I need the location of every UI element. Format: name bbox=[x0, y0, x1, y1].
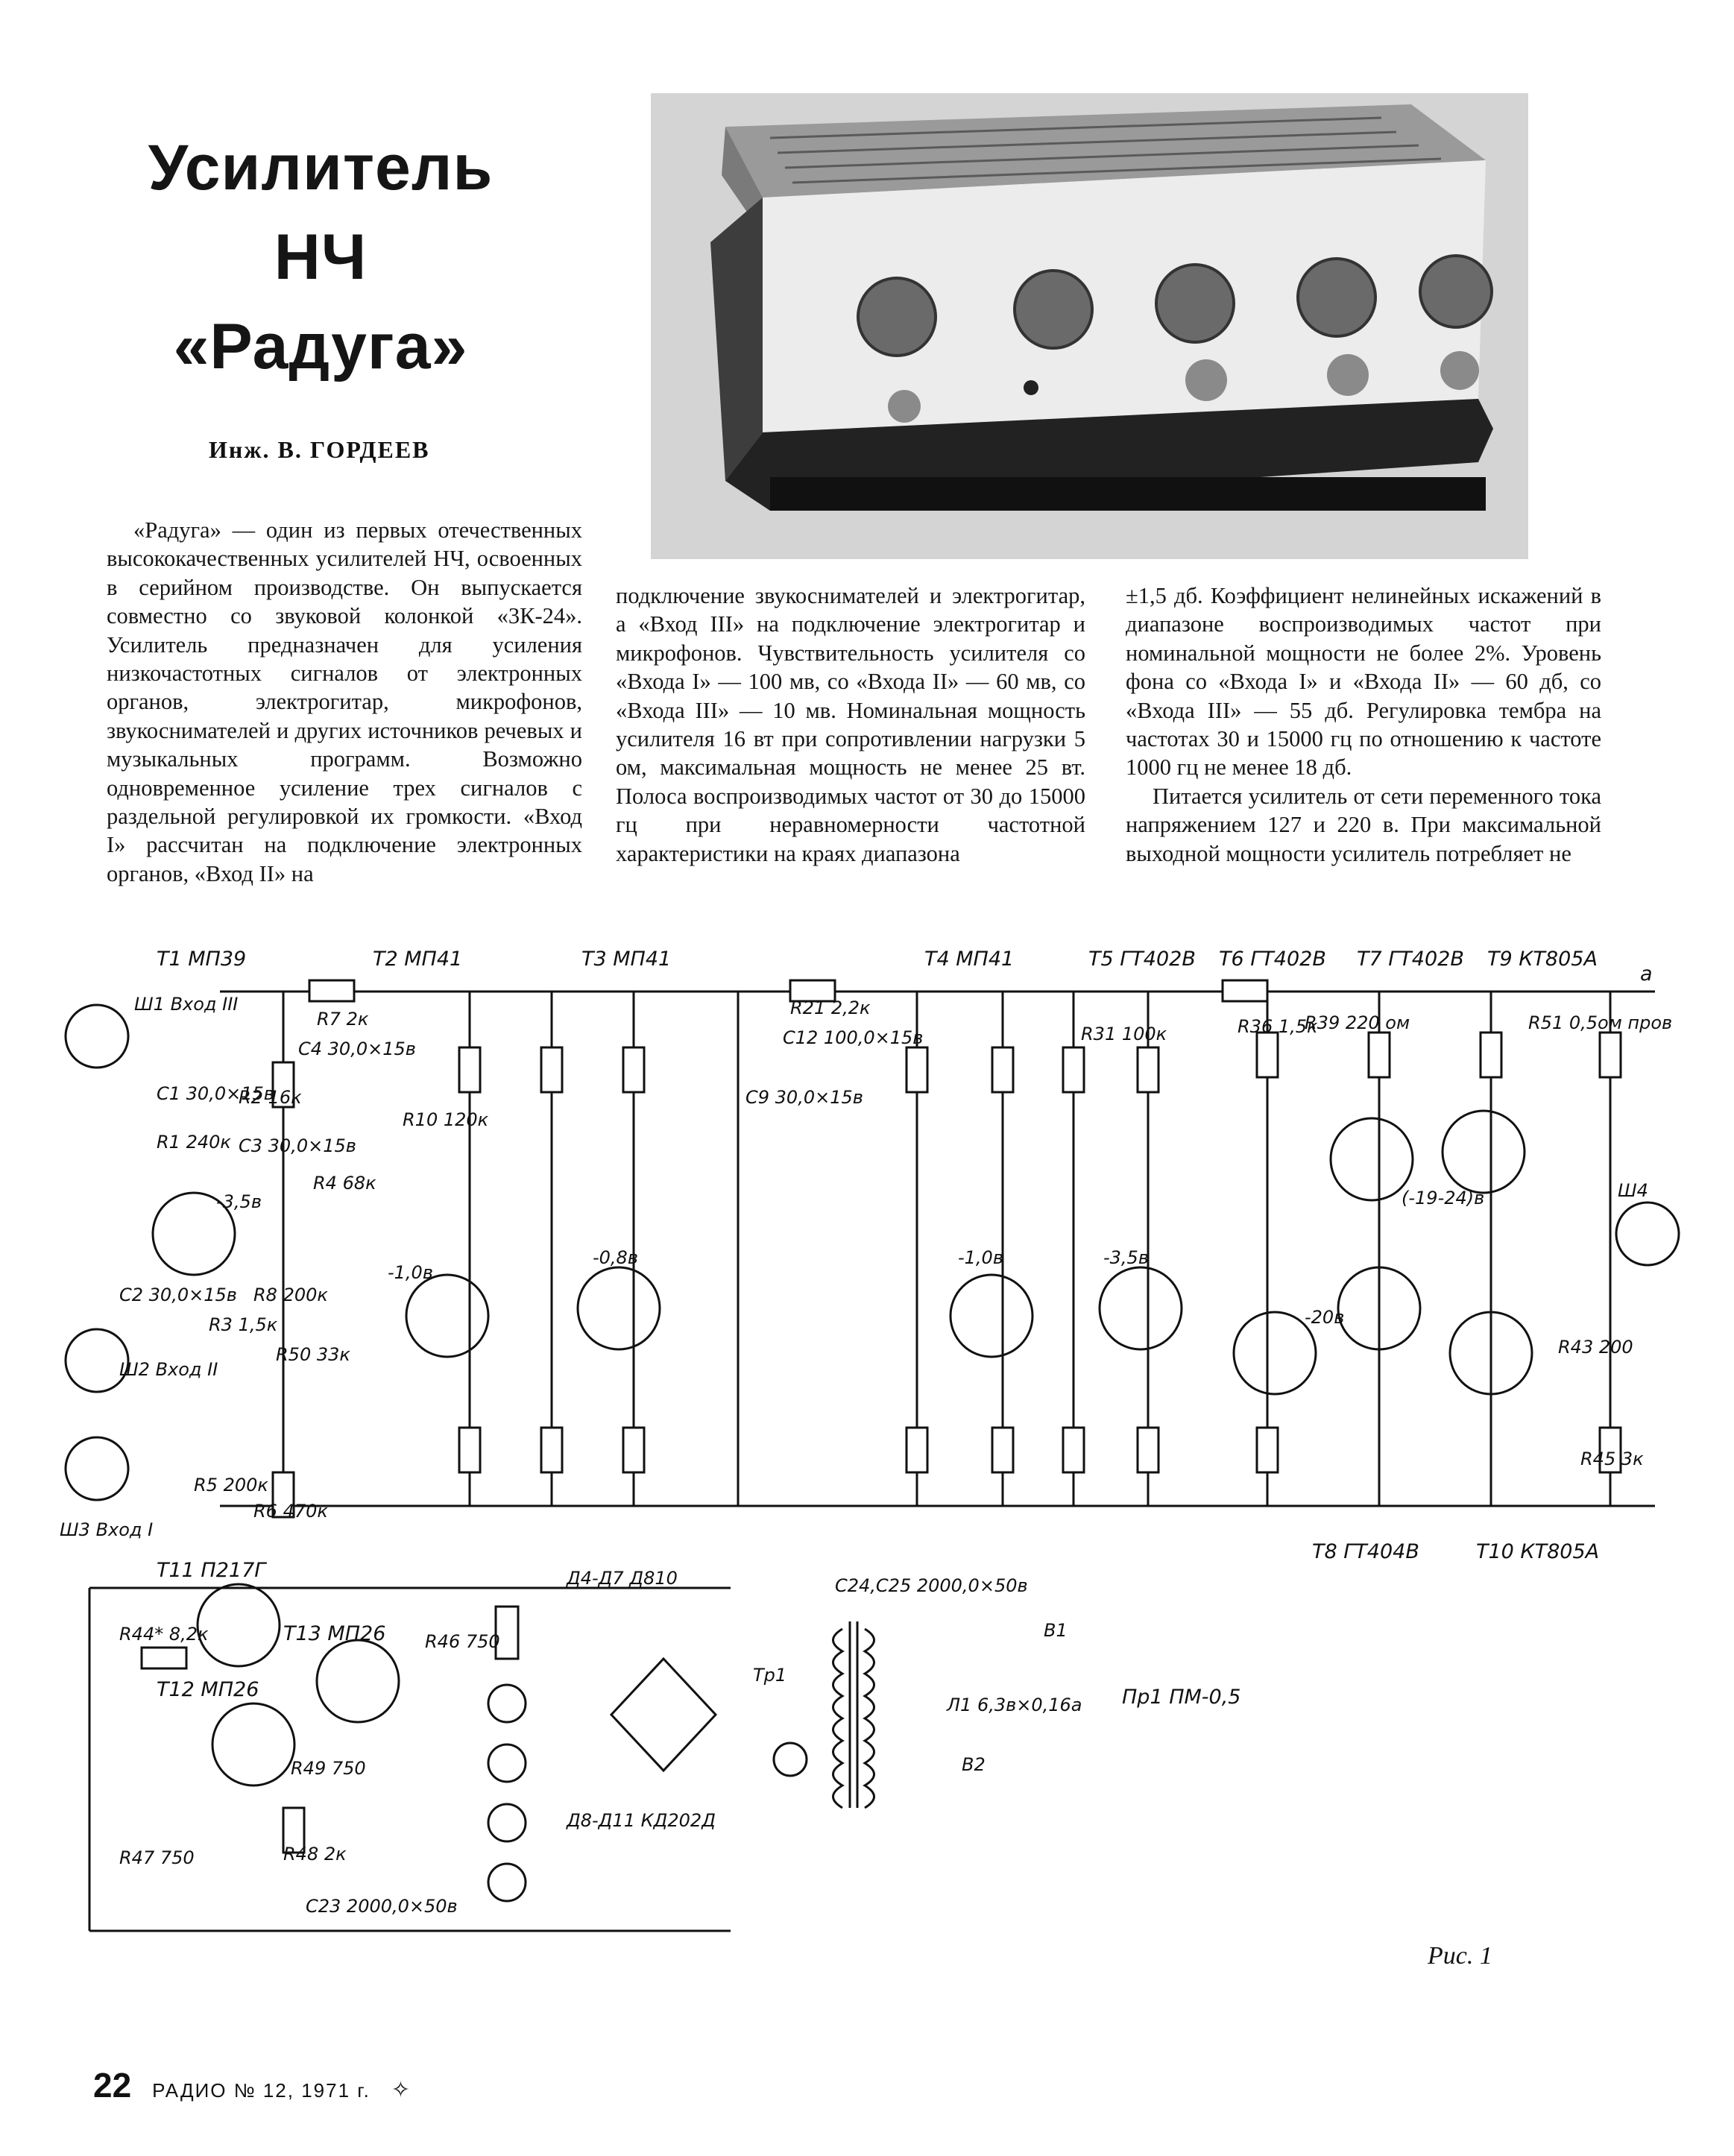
label-comp: Пр1 ПМ-0,5 bbox=[1122, 1686, 1240, 1709]
title-line-3: «Радуга» bbox=[173, 311, 468, 382]
text-column-1: «Радуга» — один из первых отечественных … bbox=[107, 516, 582, 888]
label-t7: T7 ГТ402В bbox=[1357, 948, 1464, 971]
label-comp: Тр1 bbox=[753, 1665, 786, 1686]
label-comp: R6 470к bbox=[253, 1501, 328, 1522]
label-comp: C4 30,0×15в bbox=[298, 1038, 416, 1059]
label-comp: C2 30,0×15в bbox=[119, 1285, 237, 1305]
label-comp: R48 2к bbox=[283, 1844, 347, 1865]
label-t3: T3 МП41 bbox=[581, 948, 671, 971]
text-column-2: подключение звукоснимателей и электрогит… bbox=[616, 581, 1085, 868]
title-line-2: НЧ bbox=[274, 221, 368, 293]
label-comp: В1 bbox=[1044, 1620, 1068, 1641]
label-comp: Л1 6,3в×0,16а bbox=[946, 1695, 1082, 1715]
label-comp: Д8-Д11 КД202Д bbox=[566, 1810, 716, 1831]
article-title: Усилитель НЧ «Радуга» bbox=[119, 123, 522, 391]
label-input-2: Ш2 Вход II bbox=[119, 1359, 218, 1380]
label-comp: R2 16к bbox=[239, 1087, 302, 1108]
label-input-1: Ш3 Вход I bbox=[60, 1519, 153, 1540]
label-voltage: -3,5в bbox=[216, 1191, 262, 1212]
label-rail: а bbox=[1640, 962, 1653, 986]
label-comp: Д4-Д7 Д810 bbox=[566, 1568, 678, 1589]
label-t2: T2 МП41 bbox=[373, 948, 462, 971]
label-comp: R43 200 bbox=[1558, 1337, 1633, 1358]
label-comp: R49 750 bbox=[291, 1758, 366, 1779]
label-t12: T12 МП26 bbox=[157, 1678, 259, 1701]
label-comp: R7 2к bbox=[317, 1009, 369, 1030]
label-t8: T8 ГТ404В bbox=[1312, 1540, 1419, 1563]
label-comp: R44* 8,2к bbox=[119, 1624, 209, 1645]
label-input-3: Ш1 Вход III bbox=[134, 994, 238, 1015]
label-voltage: -0,8в bbox=[593, 1247, 638, 1268]
journal-issue: РАДИО № 12, 1971 г. bbox=[152, 2079, 371, 2102]
label-t11: T11 П217Г bbox=[157, 1559, 267, 1582]
label-comp: R3 1,5к bbox=[209, 1314, 278, 1335]
label-t4: T4 МП41 bbox=[924, 948, 1014, 971]
label-comp: R5 200к bbox=[194, 1475, 268, 1495]
ornament-icon: ✧ bbox=[391, 2078, 410, 2102]
paragraph: Питается усилитель от сети переменного т… bbox=[1126, 783, 1601, 866]
label-comp: R47 750 bbox=[119, 1847, 195, 1868]
label-voltage: (-19-24)в bbox=[1402, 1188, 1484, 1208]
label-comp: R39 220 ом bbox=[1305, 1012, 1410, 1033]
amplifier-image bbox=[651, 93, 1528, 559]
label-comp: В2 bbox=[962, 1754, 986, 1775]
label-comp: R1 240к bbox=[157, 1132, 231, 1153]
label-voltage: -3,5в bbox=[1103, 1247, 1149, 1268]
author-byline: Инж. В. ГОРДЕЕВ bbox=[209, 436, 430, 463]
label-comp: R4 68к bbox=[313, 1173, 376, 1194]
amplifier-photo bbox=[651, 93, 1528, 559]
title-line-1: Усилитель bbox=[148, 132, 494, 204]
label-comp: C1 30,0×15в bbox=[157, 1083, 274, 1104]
label-t10: T10 КТ805А bbox=[1476, 1540, 1599, 1563]
label-comp: R21 2,2к bbox=[790, 997, 871, 1018]
label-comp: C9 30,0×15в bbox=[745, 1087, 863, 1108]
label-comp: R51 0,5ом пров bbox=[1528, 1012, 1672, 1033]
figure-caption: Рис. 1 bbox=[1428, 1942, 1492, 1970]
page-footer: 22 РАДИО № 12, 1971 г. ✧ bbox=[93, 2065, 410, 2105]
label-t13: T13 МП26 bbox=[283, 1622, 385, 1645]
paragraph: подключение звукоснимателей и электрогит… bbox=[616, 583, 1085, 866]
label-t9: T9 КТ805А bbox=[1487, 948, 1598, 971]
label-t5: T5 ГТ402В bbox=[1088, 948, 1196, 971]
label-t6: T6 ГТ402В bbox=[1219, 948, 1326, 971]
label-voltage: -20в bbox=[1305, 1307, 1344, 1328]
label-comp: R36 1,5к bbox=[1238, 1016, 1318, 1037]
label-comp: R8 200к bbox=[253, 1285, 328, 1305]
label-comp: C12 100,0×15в bbox=[783, 1027, 923, 1048]
paragraph: «Радуга» — один из первых отечественных … bbox=[107, 517, 582, 886]
circuit-schematic: T1 МП39 T2 МП41 T3 МП41 T4 МП41 T5 ГТ402… bbox=[60, 948, 1680, 1932]
label-comp: R31 100к bbox=[1081, 1024, 1167, 1044]
label-comp: R10 120к bbox=[403, 1109, 489, 1130]
paragraph: ±1,5 дб. Коэффициент нелинейных искажени… bbox=[1126, 583, 1601, 781]
label-output: Ш4 bbox=[1618, 1180, 1648, 1201]
text-column-3: ±1,5 дб. Коэффициент нелинейных искажени… bbox=[1126, 581, 1601, 868]
label-comp: C24,C25 2000,0×50в bbox=[835, 1575, 1028, 1596]
label-voltage: -1,0в bbox=[388, 1262, 433, 1283]
label-comp: R46 750 bbox=[425, 1631, 500, 1652]
label-comp: C23 2000,0×50в bbox=[306, 1896, 458, 1917]
label-t1: T1 МП39 bbox=[157, 948, 246, 971]
label-comp: R45 3к bbox=[1580, 1449, 1644, 1469]
label-comp: C3 30,0×15в bbox=[239, 1135, 356, 1156]
label-voltage: -1,0в bbox=[958, 1247, 1003, 1268]
page-number: 22 bbox=[93, 2066, 132, 2105]
label-comp: R50 33к bbox=[276, 1344, 350, 1365]
